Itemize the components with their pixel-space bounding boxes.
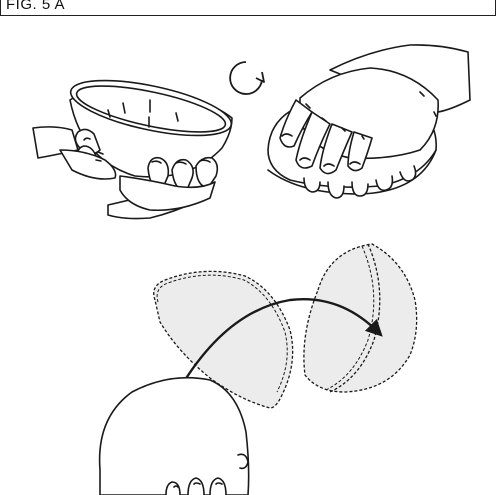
hand-on-cup [268,45,470,198]
bowl-in-hands [33,69,236,218]
bottom-finger-1 [166,482,180,495]
under-finger-3 [352,182,368,196]
clockwise-rotate-arrow-icon [230,62,264,94]
solid-cup [100,378,249,495]
